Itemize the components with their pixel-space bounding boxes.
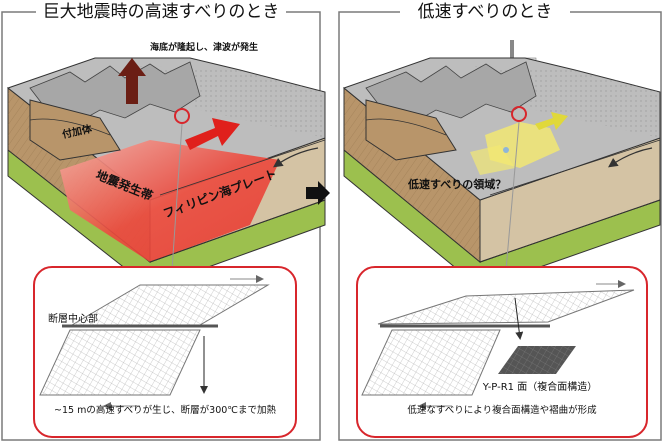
transition-arrow	[306, 181, 330, 205]
right-block-diagram	[342, 57, 661, 289]
uplift-arrow	[118, 58, 146, 104]
slow-slip-label: 低速すべりの領域？	[407, 177, 506, 191]
left-inset	[33, 266, 297, 438]
right-lower-fault-block	[361, 329, 501, 396]
accretionary-wedge	[29, 99, 121, 161]
core-label: Y-P-R1 面（複合面構造）	[482, 380, 597, 393]
lower-fault-block	[39, 329, 201, 396]
seismogenic-zone	[60, 140, 280, 262]
uplift-label: 海底が隆起し、津波が発生	[150, 41, 258, 53]
left-panel: 巨大地震時の高速すべりのとき	[1, 1, 326, 441]
fault-center-label: 断層中心部	[48, 312, 98, 325]
right-caption: 低速なすべりにより複合面構造や褶曲が形成	[407, 404, 597, 416]
drill-site-circle	[174, 108, 190, 124]
left-caption: ~15 mの高速すべりが生じ、断層が300℃まで加熱	[54, 404, 276, 416]
slip-arrow	[185, 118, 240, 150]
right-upper-fault-block	[377, 289, 635, 325]
right-inset	[356, 266, 648, 438]
right-panel: 低速すべりのとき	[338, 1, 662, 441]
subduction-arrow	[273, 147, 319, 168]
right-panel-title: 低速すべりのとき	[418, 2, 553, 22]
left-block-diagram	[6, 57, 326, 289]
left-panel-title: 巨大地震時の高速すべりのとき	[43, 2, 280, 22]
drill-leader-line	[171, 123, 183, 271]
right-drill-site-circle	[511, 106, 527, 122]
